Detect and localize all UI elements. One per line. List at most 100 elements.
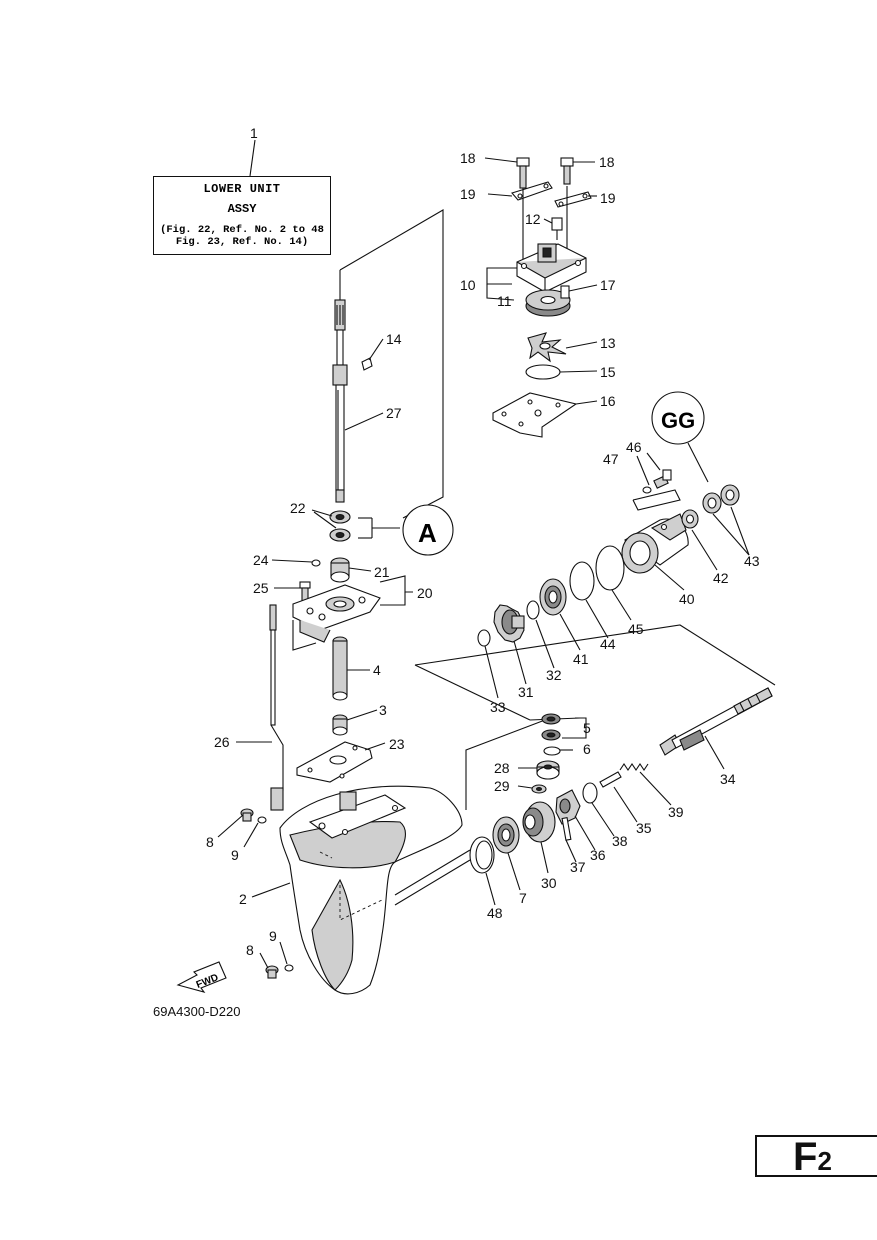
shim-32 bbox=[526, 600, 540, 620]
o-ring-48 bbox=[469, 836, 495, 874]
plate-19-right bbox=[554, 191, 592, 208]
housing-40 bbox=[621, 513, 689, 574]
figure-code: 69A4300-D220 bbox=[153, 1004, 241, 1019]
callout-15: 15 bbox=[600, 364, 616, 380]
callout-12: 12 bbox=[525, 211, 541, 227]
gasket-16 bbox=[492, 392, 578, 438]
callout-26: 26 bbox=[214, 734, 230, 750]
ring-38 bbox=[582, 782, 598, 804]
lower-case-2 bbox=[279, 785, 463, 995]
callout-29: 29 bbox=[494, 778, 510, 794]
grease-symbol-gg: GG bbox=[651, 391, 705, 445]
callout-13: 13 bbox=[600, 335, 616, 351]
callout-45: 45 bbox=[628, 621, 644, 637]
drive-shaft-27 bbox=[332, 299, 348, 503]
bearing-5 bbox=[541, 713, 561, 741]
pinion-28 bbox=[536, 760, 560, 780]
callout-40: 40 bbox=[679, 591, 695, 607]
callout-36: 36 bbox=[590, 847, 606, 863]
callout-10: 10 bbox=[460, 277, 476, 293]
callout-9-lower: 9 bbox=[269, 928, 277, 944]
callout-46: 46 bbox=[626, 439, 642, 455]
callout-30: 30 bbox=[541, 875, 557, 891]
assembly-label-box: LOWER UNIT ASSY (Fig. 22, Ref. No. 2 to … bbox=[153, 176, 331, 255]
assembly-subtitle: ASSY bbox=[227, 202, 257, 216]
grease-symbol-a: A bbox=[402, 504, 454, 556]
spring-39 bbox=[619, 763, 649, 771]
reverse-gear-31 bbox=[493, 604, 525, 643]
callout-2: 2 bbox=[239, 891, 247, 907]
bearing-housing-20 bbox=[292, 584, 381, 643]
callout-27: 27 bbox=[386, 405, 402, 421]
o-ring-15 bbox=[525, 364, 561, 380]
o-ring-44 bbox=[569, 561, 595, 601]
insert-11 bbox=[525, 289, 571, 317]
callout-39: 39 bbox=[668, 804, 684, 820]
ring-24 bbox=[311, 559, 321, 567]
forward-arrow: FWD bbox=[176, 961, 227, 993]
callout-43: 43 bbox=[744, 553, 760, 569]
washer-9-lower bbox=[284, 964, 294, 972]
oil-seal-42 bbox=[681, 509, 699, 529]
dog-clutch-36 bbox=[555, 789, 581, 825]
callout-19-right: 19 bbox=[600, 190, 616, 206]
callout-35: 35 bbox=[636, 820, 652, 836]
callout-18-left: 18 bbox=[460, 150, 476, 166]
callout-16: 16 bbox=[600, 393, 616, 409]
callout-22: 22 bbox=[290, 500, 306, 516]
leader-lines bbox=[217, 139, 750, 969]
callout-6: 6 bbox=[583, 741, 591, 757]
plunger-35 bbox=[599, 771, 622, 788]
page-badge-text: F2 bbox=[793, 1135, 832, 1180]
pin-37 bbox=[561, 817, 572, 841]
bolt-46 bbox=[653, 469, 672, 489]
callout-23: 23 bbox=[389, 736, 405, 752]
oil-seals-43 bbox=[702, 484, 740, 514]
bolt-12 bbox=[551, 217, 563, 240]
grease-a-label: A bbox=[418, 518, 437, 548]
shift-rod-26 bbox=[269, 604, 284, 811]
gasket-23 bbox=[296, 741, 373, 783]
plate-19-left bbox=[511, 181, 553, 201]
sleeve-4 bbox=[332, 636, 348, 701]
callout-20: 20 bbox=[417, 585, 433, 601]
callout-8-lower: 8 bbox=[246, 942, 254, 958]
callout-4: 4 bbox=[373, 662, 381, 678]
page-badge-number: 2 bbox=[817, 1146, 832, 1176]
propeller-shaft-34 bbox=[659, 687, 773, 756]
o-ring-45 bbox=[595, 545, 625, 591]
callout-48: 48 bbox=[487, 905, 503, 921]
callout-37: 37 bbox=[570, 859, 586, 875]
callout-11: 11 bbox=[497, 293, 512, 309]
grease-gg-label: GG bbox=[661, 408, 695, 433]
callout-8-upper: 8 bbox=[206, 834, 214, 850]
washer-47 bbox=[642, 486, 652, 494]
callout-28: 28 bbox=[494, 760, 510, 776]
callout-numbers: 1 2 3 4 5 6 7 8 8 9 9 10 11 12 13 14 15 … bbox=[206, 125, 760, 958]
callout-47: 47 bbox=[603, 451, 619, 467]
callout-38: 38 bbox=[612, 833, 628, 849]
bolt-18-right bbox=[560, 157, 574, 185]
assembly-ref-line-1: (Fig. 22, Ref. No. 2 to 48 bbox=[160, 224, 324, 236]
callout-21: 21 bbox=[374, 564, 390, 580]
washer-9-upper bbox=[257, 816, 267, 824]
callout-1: 1 bbox=[250, 125, 258, 141]
ball-bearing-7 bbox=[492, 816, 520, 854]
oil-seal-21 bbox=[330, 557, 350, 583]
callout-41: 41 bbox=[573, 651, 589, 667]
callout-18-right: 18 bbox=[599, 154, 615, 170]
pin-17 bbox=[560, 285, 570, 299]
callout-7: 7 bbox=[519, 890, 527, 906]
callout-44: 44 bbox=[600, 636, 616, 652]
callout-31: 31 bbox=[518, 684, 534, 700]
assembly-ref-line-2: Fig. 23, Ref. No. 14) bbox=[175, 236, 309, 248]
bushing-3 bbox=[332, 714, 348, 736]
callout-17: 17 bbox=[600, 277, 616, 293]
bearing-22 bbox=[329, 510, 351, 542]
nut-29 bbox=[531, 784, 547, 794]
callout-3: 3 bbox=[379, 702, 387, 718]
key-14 bbox=[361, 357, 373, 371]
ball-bearing-41 bbox=[539, 578, 567, 616]
callout-42: 42 bbox=[713, 570, 729, 586]
